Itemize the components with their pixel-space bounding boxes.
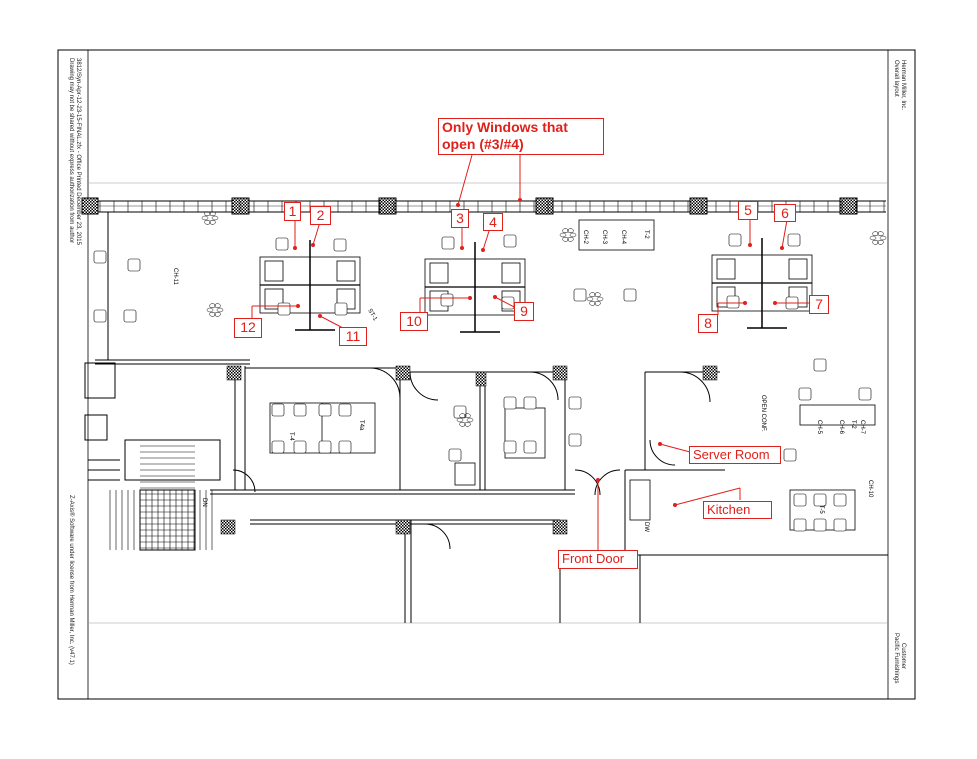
title-file-info: 3812/Syn-Apr-12-23-15-FINAL.zfx - Office… — [75, 58, 81, 245]
annotation-number-1: 1 — [284, 202, 301, 221]
label-ch4: CH-4 — [620, 230, 626, 245]
label-ch10: CH-10 — [867, 480, 873, 498]
label-t4a: T4a — [358, 420, 364, 431]
label-ch6: CH-6 — [838, 420, 844, 435]
annotation-number-8: 8 — [698, 314, 718, 333]
label-st1: ST-1 — [366, 308, 378, 323]
label-dw: DW — [643, 522, 649, 532]
annotation-front-door: Front Door — [558, 550, 638, 569]
annotation-kitchen: Kitchen — [703, 501, 772, 519]
annotation-number-3: 3 — [451, 209, 469, 228]
annotation-server-room: Server Room — [689, 446, 781, 464]
annotation-number-6: 6 — [774, 204, 796, 222]
label-dn: DN — [201, 498, 207, 507]
exterior-wall-top — [81, 197, 886, 215]
annotation-number-5: 5 — [738, 201, 758, 220]
annotation-number-11: 11 — [339, 327, 367, 346]
label-ch5: CH-5 — [816, 420, 822, 435]
workstation-cluster — [711, 238, 813, 329]
label-t5: T-5 — [818, 505, 824, 514]
annotation-windows: Only Windows that open (#3/#4) — [438, 118, 604, 155]
label-ch3: CH-3 — [601, 230, 607, 245]
title-customer: Pacific Furnishings — [893, 633, 899, 684]
title-notice: Drawing may not be shared without expres… — [68, 58, 74, 244]
conference-area — [269, 219, 876, 531]
interior-walls — [210, 366, 888, 623]
title-software: Z-Axis® Software under license from Herm… — [68, 495, 74, 665]
workstation-cluster — [259, 240, 361, 331]
label-t7: T-2 — [850, 420, 856, 429]
label-t4: T-4 — [288, 432, 294, 441]
annotation-number-2: 2 — [310, 206, 331, 225]
title-subtitle: Overall layout — [893, 60, 899, 97]
label-ch2: CH-2 — [582, 230, 588, 245]
workstation-cluster — [424, 242, 526, 333]
label-open-conf: OPEN CONF. — [760, 395, 766, 432]
label-ch11: CH-11 — [172, 268, 178, 286]
sheet-border — [57, 49, 916, 700]
annotation-number-9: 9 — [514, 302, 534, 321]
title-company: Herman Miller, Inc. — [900, 60, 906, 111]
annotation-number-7: 7 — [809, 295, 829, 314]
annotation-number-12: 12 — [234, 318, 262, 338]
title-customer-label: Customer — [900, 643, 906, 670]
label-ch7: CH-7 — [859, 420, 865, 435]
annotation-number-10: 10 — [400, 312, 428, 331]
label-t2: T-2 — [643, 230, 649, 239]
left-wall — [84, 212, 250, 551]
annotation-number-4: 4 — [483, 213, 503, 231]
annotation-leaders — [251, 154, 810, 550]
